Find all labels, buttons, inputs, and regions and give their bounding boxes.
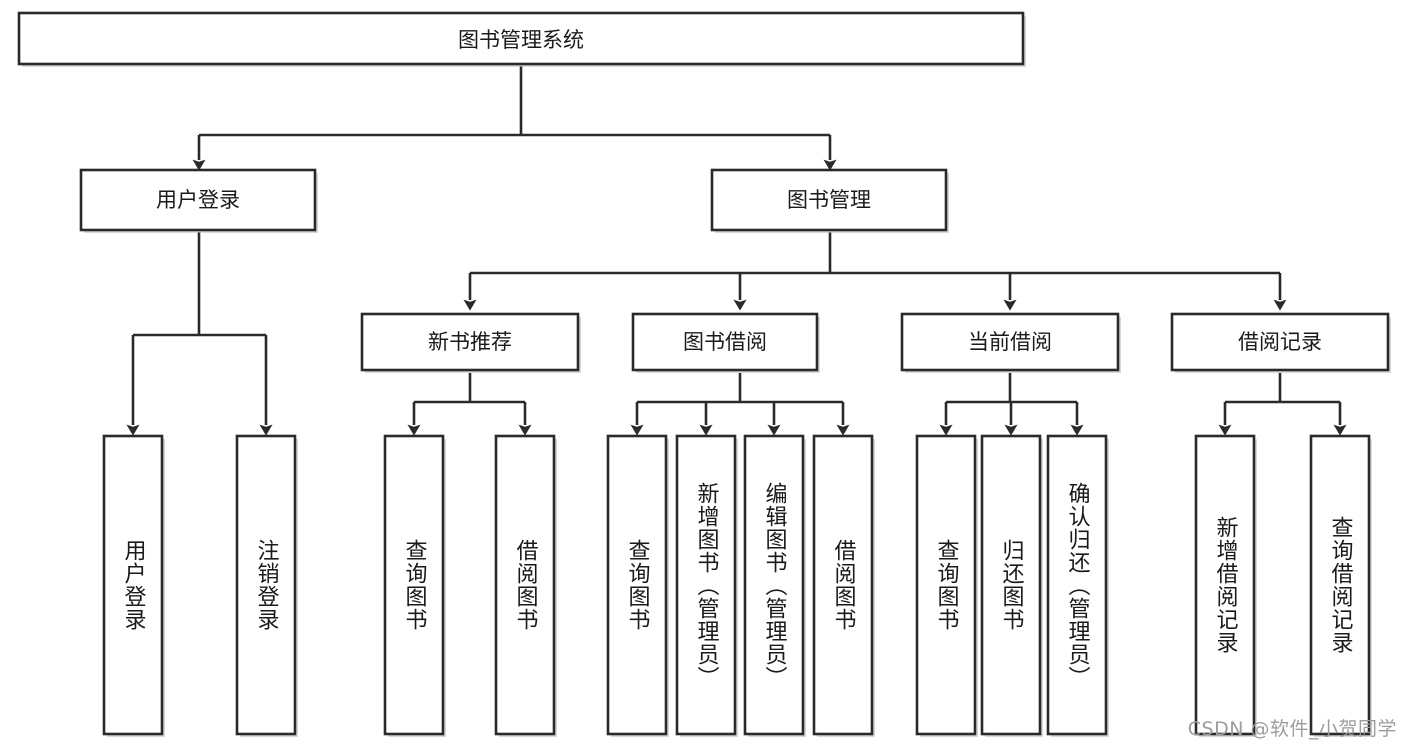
node-borrow-record-label: 借阅记录 xyxy=(1238,330,1322,354)
node-leaf-return-book-label: 归还图书 xyxy=(998,539,1024,631)
node-borrow-record-box[interactable] xyxy=(1170,312,1390,372)
node-leaf-return-book-box[interactable] xyxy=(980,434,1042,736)
node-leaf-add-book-box[interactable] xyxy=(675,434,737,736)
node-user-login-label: 用户登录 xyxy=(156,188,240,212)
node-leaf-query-record-box[interactable] xyxy=(1309,434,1371,736)
node-book-borrow-box[interactable] xyxy=(631,312,819,372)
node-leaf-borrow-book-1-label: 借阅图书 xyxy=(512,539,538,631)
node-leaf-add-record-label: 新增借阅记录 xyxy=(1212,516,1238,654)
node-layer: 图书管理系统 用户登录 图书管理 新书推荐 图书借阅 当前借阅 借阅记录 xyxy=(17,11,1391,737)
node-leaf-query-book-3-label: 查询图书 xyxy=(933,539,959,631)
node-leaf-borrow-book-1-box[interactable] xyxy=(494,434,556,736)
node-current-borrow-box[interactable] xyxy=(900,312,1120,372)
node-leaf-borrow-book-2-label: 借阅图书 xyxy=(830,539,856,631)
node-leaf-query-book-2-box[interactable] xyxy=(606,434,668,736)
csdn-watermark: CSDN @软件_小贺同学 xyxy=(1187,718,1397,740)
node-book-borrow-label: 图书借阅 xyxy=(683,330,767,354)
node-book-manage-box[interactable] xyxy=(710,168,948,232)
node-leaf-query-book-1-box[interactable] xyxy=(383,434,445,736)
node-user-login-box[interactable] xyxy=(79,168,317,232)
node-new-book-recommend-box[interactable] xyxy=(360,312,580,372)
node-new-book-recommend-label: 新书推荐 xyxy=(428,330,512,354)
node-leaf-logout-login-label: 注销登录 xyxy=(253,539,279,631)
node-leaf-logout-login-box[interactable] xyxy=(235,434,297,736)
node-leaf-query-record-label: 查询借阅记录 xyxy=(1327,516,1353,654)
node-leaf-borrow-book-2-box[interactable] xyxy=(812,434,874,736)
node-leaf-user-login-box[interactable] xyxy=(102,434,164,736)
node-leaf-confirm-return-label: 确认归还（管理员） xyxy=(1064,481,1090,689)
connector-layer xyxy=(126,66,1347,436)
node-leaf-edit-book-label: 编辑图书（管理员） xyxy=(761,481,787,689)
node-leaf-query-book-1-label: 查询图书 xyxy=(401,539,427,631)
node-leaf-query-book-2-label: 查询图书 xyxy=(624,539,650,631)
node-leaf-user-login-label: 用户登录 xyxy=(120,539,146,631)
node-root-label: 图书管理系统 xyxy=(458,28,584,52)
node-leaf-edit-book-box[interactable] xyxy=(743,434,805,736)
node-leaf-query-book-3-box[interactable] xyxy=(915,434,977,736)
node-root-box[interactable] xyxy=(17,11,1025,66)
node-book-manage-label: 图书管理 xyxy=(787,188,871,212)
node-leaf-confirm-return-box[interactable] xyxy=(1046,434,1108,736)
node-leaf-add-book-label: 新增图书（管理员） xyxy=(693,481,719,689)
node-leaf-add-record-box[interactable] xyxy=(1194,434,1256,736)
node-current-borrow-label: 当前借阅 xyxy=(968,330,1052,354)
